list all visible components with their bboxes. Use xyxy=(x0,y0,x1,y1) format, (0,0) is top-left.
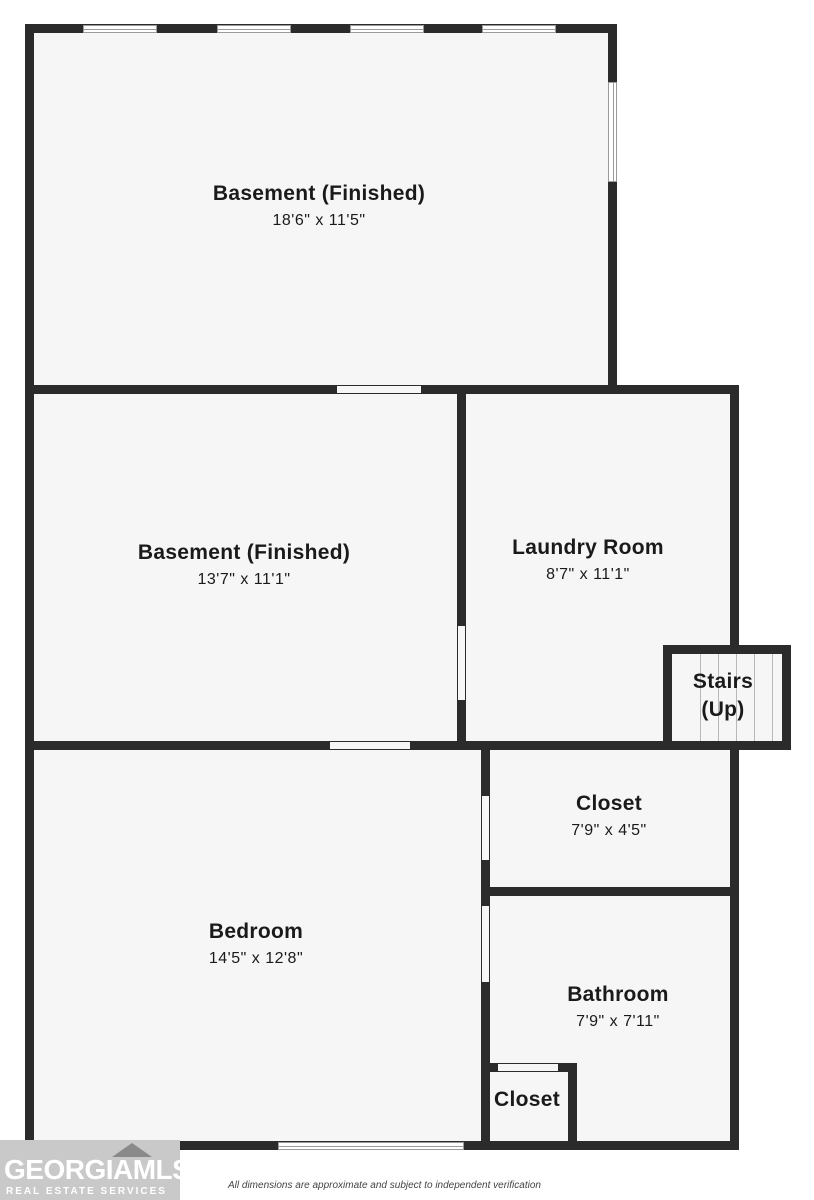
doorway xyxy=(330,742,410,749)
doorway xyxy=(498,1064,558,1071)
room-name: Closet xyxy=(576,792,642,815)
roof-icon xyxy=(112,1143,152,1157)
room-name-sub: (Up) xyxy=(701,698,745,721)
room-name: Closet xyxy=(494,1088,560,1111)
logo-tagline: REAL ESTATE SERVICES xyxy=(6,1186,167,1197)
room-name: Bedroom xyxy=(208,920,304,943)
room-label-bedroom: Bedroom 14'5" x 12'8" xyxy=(209,920,303,968)
window xyxy=(278,1142,464,1150)
room-dimensions: 7'9" x 7'11" xyxy=(576,1013,660,1030)
logo-brand: GEORGIAMLS xyxy=(4,1154,191,1185)
room-basement-middle xyxy=(25,385,466,750)
room-label-laundry: Laundry Room 8'7" x 11'1" xyxy=(512,536,664,584)
room-basement-top xyxy=(25,24,617,394)
window xyxy=(482,25,556,33)
room-dimensions: 14'5" x 12'8" xyxy=(208,950,304,967)
room-dimensions: 13'7" x 11'1" xyxy=(197,571,291,588)
disclaimer-text: All dimensions are approximate and subje… xyxy=(228,1180,541,1191)
room-label-stairs: Stairs (Up) xyxy=(693,668,753,724)
room-name: Laundry Room xyxy=(512,536,664,559)
doorway xyxy=(482,906,489,982)
window xyxy=(350,25,424,33)
room-label-closet-right: Closet 7'9" x 4'5" xyxy=(571,792,646,840)
room-dimensions: 18'6" x 11'5" xyxy=(272,212,366,229)
stairs xyxy=(663,645,791,750)
room-name: Stairs xyxy=(692,670,754,693)
room-name: Basement (Finished) xyxy=(212,182,426,205)
room-label-basement-top: Basement (Finished) 18'6" x 11'5" xyxy=(213,182,425,230)
doorway xyxy=(482,796,489,860)
room-bathroom xyxy=(481,887,739,1150)
room-closet-small xyxy=(481,1063,577,1150)
doorway xyxy=(458,626,465,700)
room-name: Bathroom xyxy=(567,983,669,1006)
georgiamls-logo: GEORGIAMLS REAL ESTATE SERVICES xyxy=(0,1140,191,1200)
room-name: Basement (Finished) xyxy=(137,541,351,564)
room-label-closet-small: Closet xyxy=(494,1088,560,1112)
window xyxy=(83,25,157,33)
window xyxy=(608,82,617,182)
room-label-basement-middle: Basement (Finished) 13'7" x 11'1" xyxy=(138,541,350,589)
room-dimensions: 7'9" x 4'5" xyxy=(571,822,647,839)
room-label-bathroom: Bathroom 7'9" x 7'11" xyxy=(567,983,669,1031)
room-dimensions: 8'7" x 11'1" xyxy=(546,566,630,583)
doorway xyxy=(337,386,421,393)
window xyxy=(217,25,291,33)
